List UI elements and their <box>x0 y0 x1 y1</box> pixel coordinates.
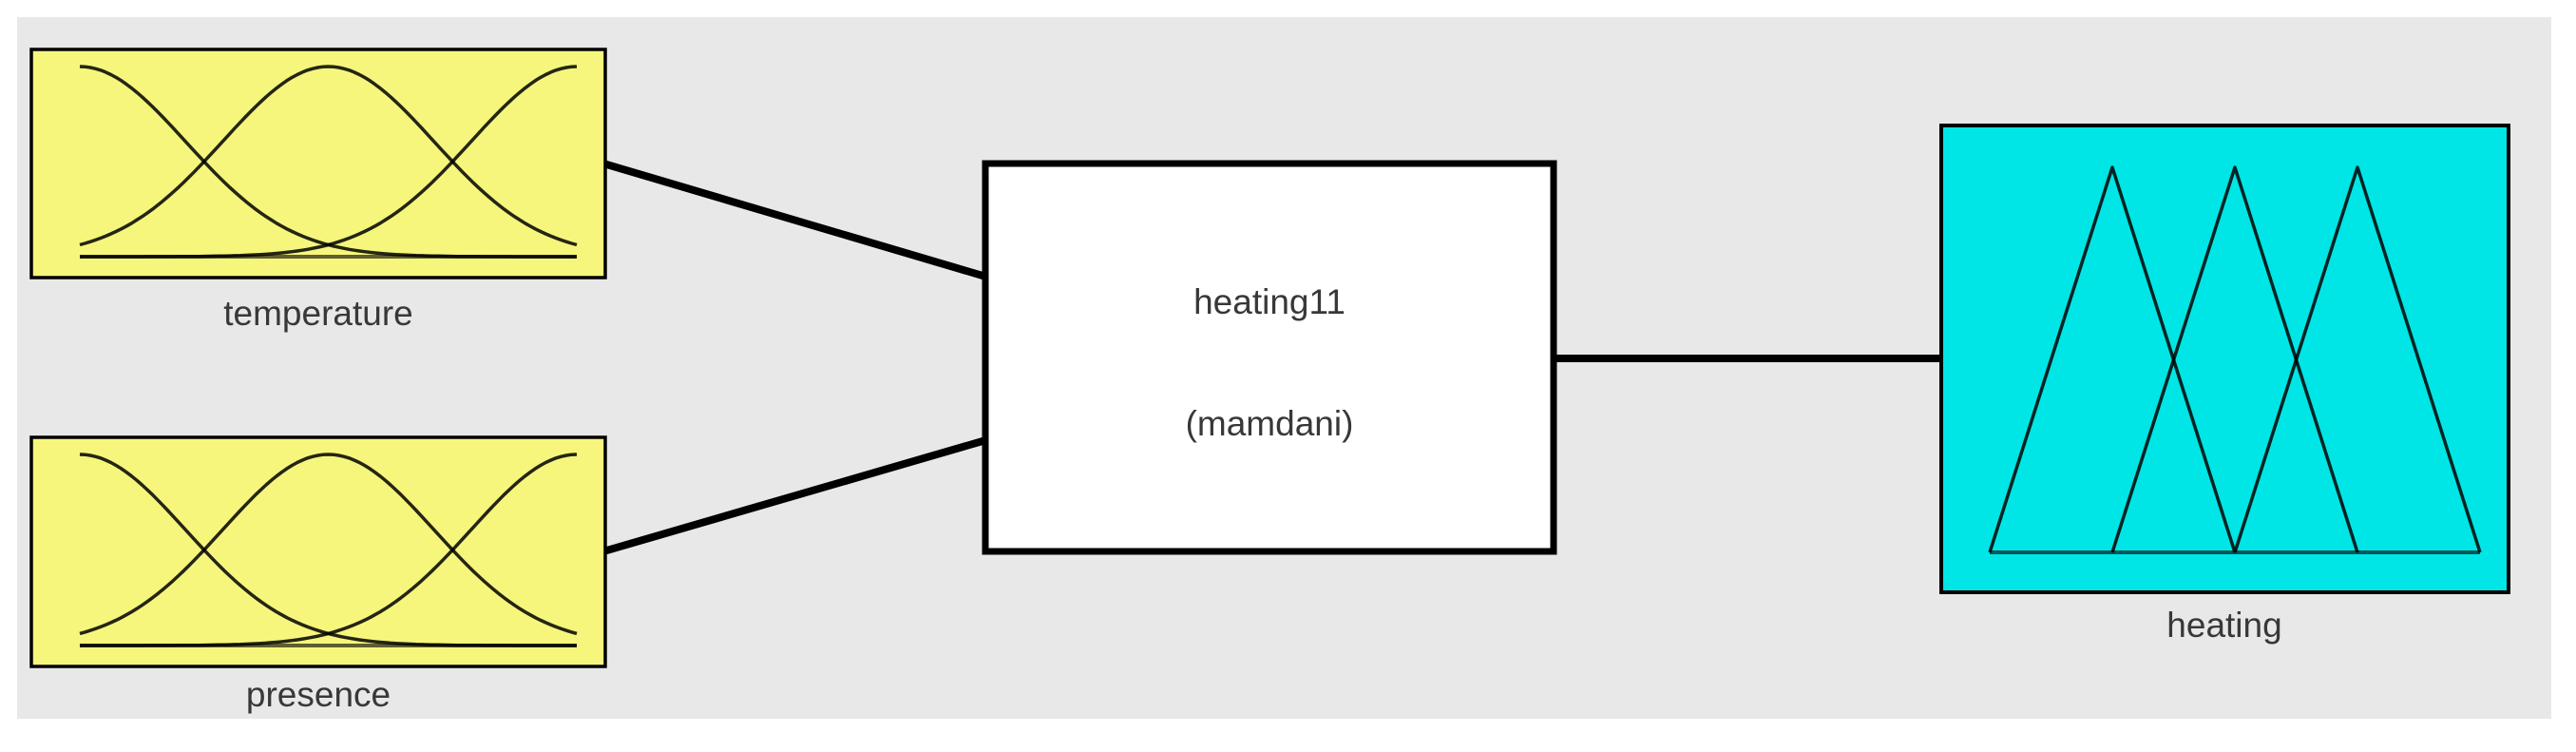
temperature-membership-plot <box>79 65 578 259</box>
presence-membership-plot <box>79 453 578 647</box>
heating-label: heating <box>2166 606 2281 645</box>
membership-curve <box>2233 165 2482 553</box>
membership-curve <box>1988 165 2237 553</box>
heating-membership-plot <box>1988 165 2482 554</box>
membership-curve <box>2110 165 2359 553</box>
membership-curve <box>79 453 578 636</box>
membership-curve <box>80 453 578 647</box>
presence-label: presence <box>246 675 391 714</box>
system-name-label: heating11 <box>1193 282 1345 321</box>
temperature-box[interactable] <box>29 48 607 280</box>
input-node-temperature[interactable]: temperature <box>29 48 607 333</box>
input-node-presence[interactable]: presence <box>29 435 607 714</box>
system-box[interactable] <box>982 160 1557 555</box>
edge-presence-to-system <box>601 435 991 555</box>
edge-temperature-to-system <box>601 160 991 281</box>
system-node[interactable]: heating11 (mamdani) <box>982 160 1557 555</box>
presence-box[interactable] <box>29 435 607 668</box>
temperature-label: temperature <box>223 294 413 333</box>
membership-curve <box>80 65 578 259</box>
membership-curve <box>79 65 578 247</box>
output-node-heating[interactable]: heating <box>1939 124 2510 645</box>
system-type-label: (mamdani) <box>1186 404 1354 443</box>
